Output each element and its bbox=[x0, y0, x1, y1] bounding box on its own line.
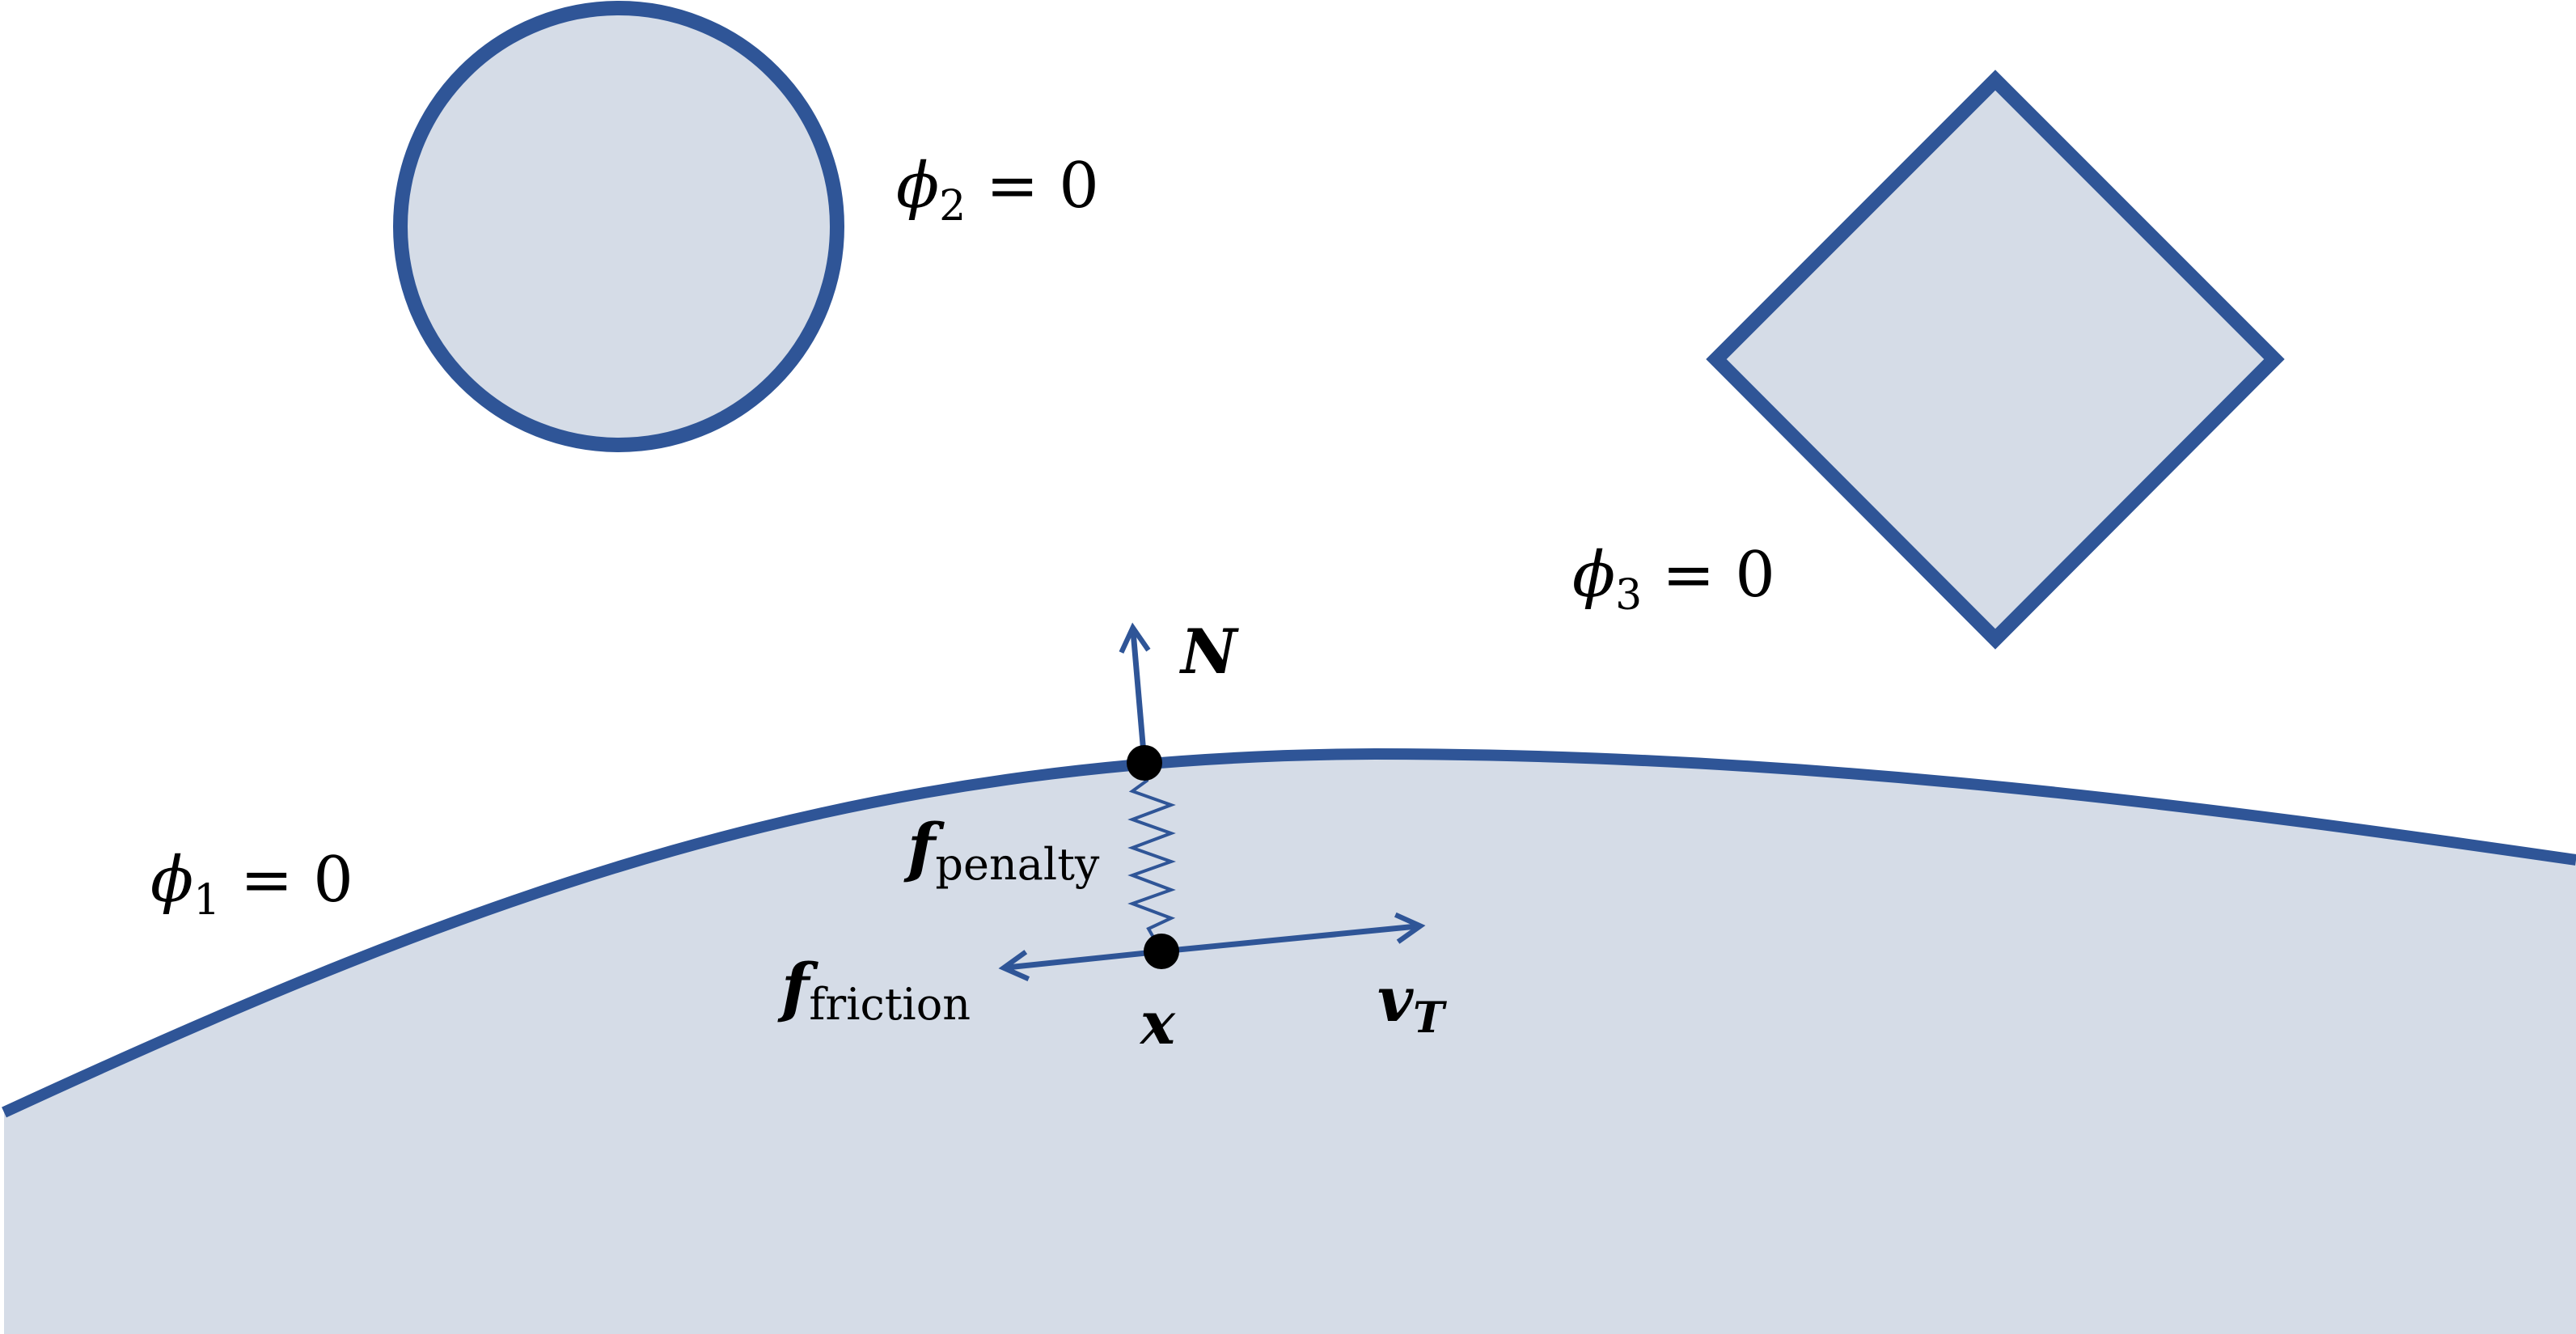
ground-boundary-curve bbox=[2, 747, 2576, 1118]
label-phi2: ϕ2 = 0 bbox=[896, 150, 1099, 231]
penalty-spring bbox=[1127, 762, 1176, 952]
label-tangent-velocity: vT bbox=[1377, 963, 1447, 1043]
label-point-x: x bbox=[1139, 989, 1176, 1057]
circle-body-phi2 bbox=[393, 1, 844, 452]
label-phi3: ϕ3 = 0 bbox=[1572, 539, 1775, 620]
point-x-dot bbox=[1144, 934, 1179, 969]
friction-arrow bbox=[998, 948, 1162, 981]
diamond-body-phi3 bbox=[1706, 70, 2285, 650]
label-normal: N bbox=[1179, 616, 1239, 688]
label-phi1: ϕ1 = 0 bbox=[150, 844, 353, 925]
surface-contact-dot bbox=[1127, 745, 1162, 781]
normal-arrow bbox=[1119, 622, 1151, 764]
ground-body-phi1 bbox=[4, 754, 2576, 1334]
label-penalty-force: fpenalty bbox=[903, 809, 1100, 890]
tangent-velocity-arrow bbox=[1161, 912, 1426, 955]
